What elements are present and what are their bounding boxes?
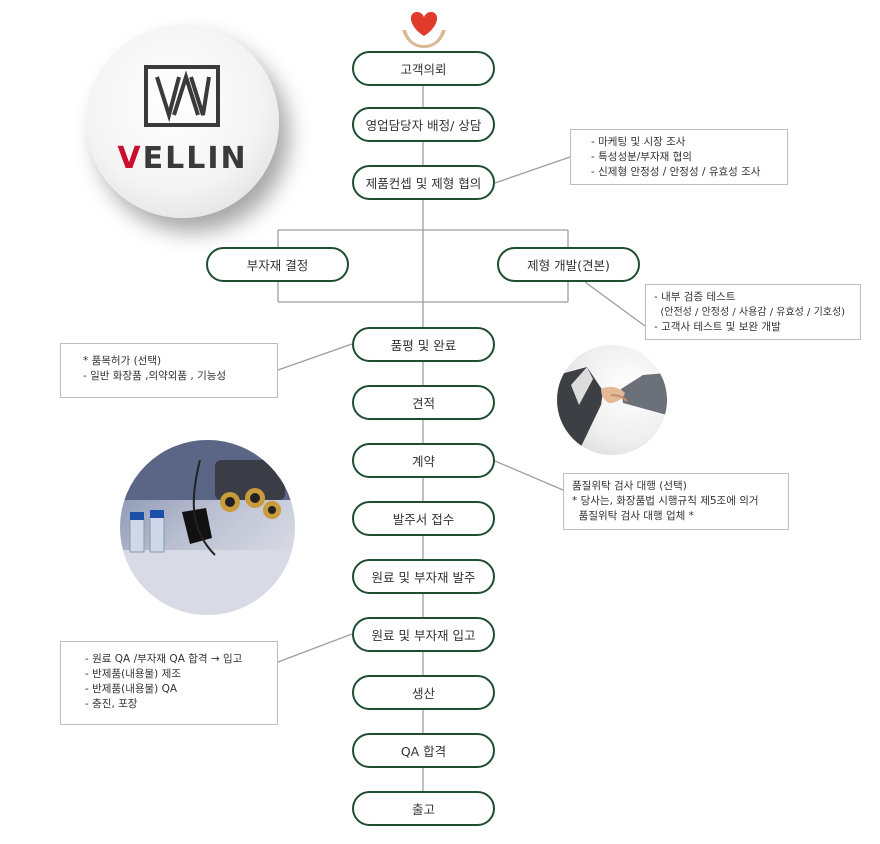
note-line: - 일반 화장품 ,의약외품 , 기능성	[83, 370, 227, 382]
step-packaging-decision[interactable]: 부자재 결정	[206, 247, 349, 282]
note-line: - 반제품(내용물) 제조	[85, 668, 181, 680]
note-line: 품질위탁 검사 대행 업체 *	[572, 510, 694, 522]
step-estimate[interactable]: 견적	[352, 385, 495, 420]
note-line: - 신제형 안정성 / 안정성 / 유효성 조사	[591, 166, 761, 178]
note-line: 품질위탁 검사 대행 (선택)	[572, 480, 687, 492]
step-production[interactable]: 생산	[352, 675, 495, 710]
step-evaluation[interactable]: 품평 및 완료	[352, 327, 495, 362]
step-product-consultation[interactable]: 제품컨셉 및 제형 협의	[352, 165, 495, 200]
note-evaluation: * 품목허가 (선택) - 일반 화장품 ,의약외품 , 기능성	[60, 343, 278, 398]
brand-name: VELLIN	[86, 141, 279, 176]
brand-initial: V	[117, 141, 143, 176]
vellin-logo-icon	[144, 65, 220, 127]
step-contract[interactable]: 계약	[352, 443, 495, 478]
note-formulation: - 내부 검증 테스트 (안전성 / 안정성 / 사용감 / 유효성 / 기호성…	[645, 284, 861, 340]
microscope-icon	[120, 440, 295, 615]
note-line: - 마케팅 및 시장 조사	[591, 136, 686, 148]
step-material-order[interactable]: 원료 및 부자재 발주	[352, 559, 495, 594]
step-material-receiving[interactable]: 원료 및 부자재 입고	[352, 617, 495, 652]
note-line: (안전성 / 안정성 / 사용감 / 유효성 / 기호성)	[654, 307, 846, 318]
note-line: - 고객사 테스트 및 보완 개발	[654, 321, 781, 333]
note-material: - 원료 QA /부자재 QA 합격 → 입고 - 반제품(내용물) 제조 - …	[60, 641, 278, 725]
heart-hands-icon	[402, 12, 446, 48]
brand-rest: ELLIN	[142, 141, 248, 176]
step-formulation-development[interactable]: 제형 개발(견본)	[497, 247, 640, 282]
note-consultation: - 마케팅 및 시장 조사 - 특성성분/부자재 협의 - 신제형 안정성 / …	[570, 129, 788, 185]
note-line: * 당사는, 화장품법 시행규칙 제5조에 의거	[572, 495, 759, 507]
handshake-photo	[557, 345, 667, 455]
note-line: - 충진, 포장	[85, 698, 138, 710]
step-order-receipt[interactable]: 발주서 접수	[352, 501, 495, 536]
note-line: - 내부 검증 테스트	[654, 291, 736, 303]
step-sales-assignment[interactable]: 영업담당자 배정/ 상담	[352, 107, 495, 142]
note-line: - 특성성분/부자재 협의	[591, 151, 692, 163]
step-qa-pass[interactable]: QA 합격	[352, 733, 495, 768]
note-contract: 품질위탁 검사 대행 (선택) * 당사는, 화장품법 시행규칙 제5조에 의거…	[563, 473, 789, 530]
step-shipping[interactable]: 출고	[352, 791, 495, 826]
lab-photo	[120, 440, 295, 615]
brand-logo: VELLIN	[86, 25, 279, 218]
note-line: - 원료 QA /부자재 QA 합격 → 입고	[85, 653, 243, 665]
note-line: - 반제품(내용물) QA	[85, 683, 178, 695]
note-line: * 품목허가 (선택)	[83, 355, 162, 367]
step-customer-request[interactable]: 고객의뢰	[352, 51, 495, 86]
handshake-icon	[557, 367, 667, 455]
